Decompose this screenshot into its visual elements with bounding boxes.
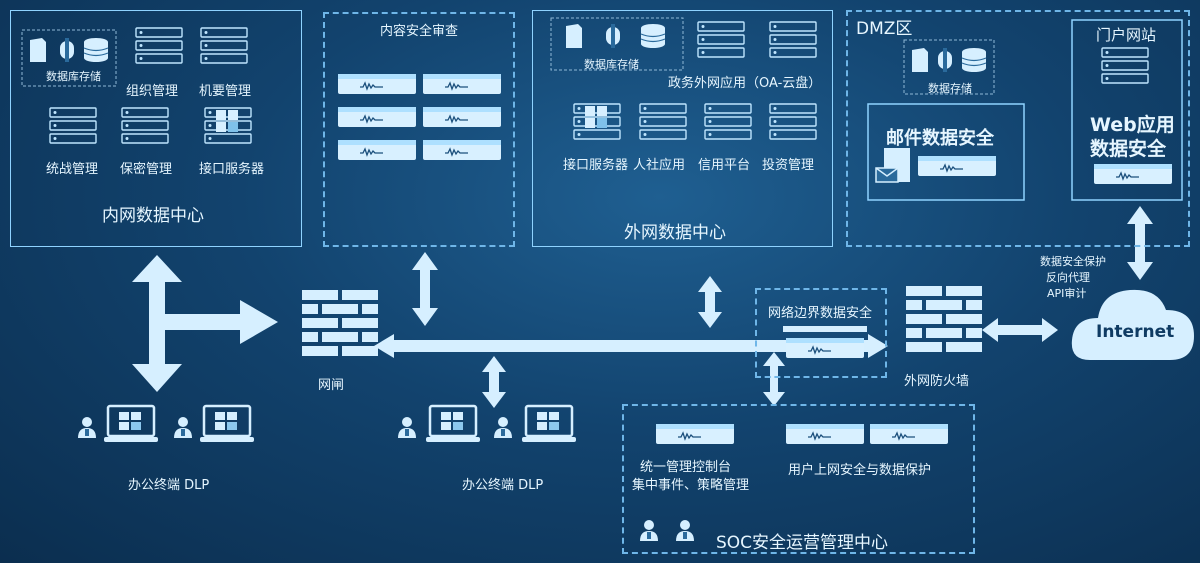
user-icon <box>174 417 192 438</box>
inner-db-storage-label: 数据库存储 <box>46 70 101 83</box>
outer-dc-frame <box>532 10 833 247</box>
mail-security-label: 邮件数据安全 <box>886 128 994 149</box>
dlp-mid-label: 办公终端 DLP <box>462 478 544 493</box>
dmz-data-storage-label: 数据存储 <box>928 82 972 95</box>
gov-app-label: 政务外网应用（OA-云盘） <box>668 76 822 91</box>
internet-label: Internet <box>1096 322 1175 342</box>
firewall-brick-icon <box>906 286 982 352</box>
firewall-label: 外网防火墙 <box>904 374 970 389</box>
inner-dc-title: 内网数据中心 <box>102 206 204 226</box>
dmz-icons <box>867 19 1183 201</box>
dmz-frame <box>846 10 1190 247</box>
protect-line3: API审计 <box>1047 287 1087 300</box>
web-security-line1: Web应用 <box>1090 114 1175 136</box>
soc-frame <box>622 404 975 554</box>
outer-dc-icons <box>550 17 817 140</box>
united-front-label: 统战管理 <box>46 162 99 177</box>
boundary-label: 网络边界数据安全 <box>768 306 873 321</box>
inner-dc-icons <box>21 27 252 144</box>
user-icon <box>78 417 96 438</box>
org-mgmt-label: 组织管理 <box>126 84 179 99</box>
user-icon <box>494 417 512 438</box>
db-storage-group <box>21 29 117 87</box>
laptop-icon <box>520 404 578 444</box>
double-arrow-icon <box>132 255 278 392</box>
web-security-line2: 数据安全 <box>1090 138 1167 160</box>
connection-arrows <box>132 206 1153 408</box>
console-line2: 集中事件、策略管理 <box>632 478 750 493</box>
portal-label: 门户网站 <box>1096 26 1157 44</box>
laptop-icon <box>102 404 160 444</box>
gateway-label: 网闸 <box>318 378 345 393</box>
inner-api-server-label: 接口服务器 <box>199 162 265 177</box>
user-protect-label: 用户上网安全与数据保护 <box>788 463 932 478</box>
laptop-icon <box>198 404 256 444</box>
soc-title: SOC安全运营管理中心 <box>716 533 889 553</box>
user-icon <box>398 417 416 438</box>
content-audit-title: 内容安全审查 <box>380 24 459 39</box>
credit-label: 信用平台 <box>698 158 751 173</box>
protect-line2: 反向代理 <box>1046 271 1090 284</box>
hr-app-label: 人社应用 <box>633 158 686 173</box>
outer-api-server-label: 接口服务器 <box>563 158 629 173</box>
dlp-left-label: 办公终端 DLP <box>128 478 210 493</box>
invest-label: 投资管理 <box>762 158 815 173</box>
laptop-icon <box>424 404 482 444</box>
console-line1: 统一管理控制台 <box>640 460 732 475</box>
dmz-title: DMZ区 <box>856 19 913 39</box>
secret-mgmt-label: 机要管理 <box>199 84 252 99</box>
outer-db-storage-label: 数据库存储 <box>584 58 639 71</box>
confidential-label: 保密管理 <box>120 162 173 177</box>
content-audit-frame <box>323 12 515 247</box>
endpoint-icons <box>78 404 578 444</box>
protect-line1: 数据安全保护 <box>1040 255 1106 268</box>
boundary-frame <box>755 288 887 378</box>
inner-dc-frame <box>10 10 302 247</box>
outer-dc-title: 外网数据中心 <box>624 223 726 243</box>
firewall-brick-icon <box>302 290 378 356</box>
cloud-icon <box>1071 289 1194 360</box>
